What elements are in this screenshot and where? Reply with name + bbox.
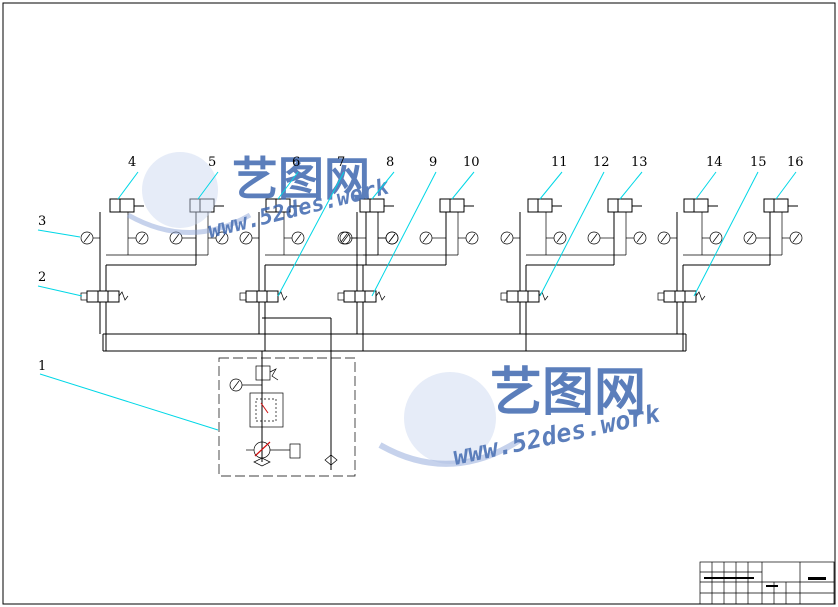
leader-3	[37, 229, 81, 238]
actuator-branches	[80, 198, 803, 351]
suction-filter-icon	[253, 457, 271, 467]
callout-10: 10	[463, 155, 480, 170]
leader-13	[619, 171, 643, 200]
leader-6	[277, 171, 299, 200]
motor-icon	[289, 443, 301, 459]
watermark-brand: 艺图网	[232, 152, 370, 206]
callout-16: 16	[787, 155, 804, 170]
leader-10	[451, 171, 475, 200]
leader-16	[775, 171, 797, 200]
cylinder-icon	[527, 198, 553, 213]
leader-5	[197, 171, 219, 200]
relief-valve	[255, 365, 271, 381]
directional-valve-icon	[506, 290, 540, 303]
callout-15: 15	[750, 155, 767, 170]
leader-4	[117, 171, 139, 200]
cylinder-icon	[683, 198, 709, 213]
directional-valve-icon	[245, 290, 279, 303]
callout-8: 8	[386, 155, 394, 170]
callout-6: 6	[292, 155, 300, 170]
callout-2: 2	[38, 270, 46, 285]
leader-14	[695, 171, 717, 200]
cylinder-icon	[607, 198, 633, 213]
watermark-upper: 艺图网 www.52des.work	[126, 152, 392, 244]
callout-3: 3	[38, 214, 46, 229]
leader-12	[539, 171, 605, 297]
callout-12: 12	[593, 155, 610, 170]
callout-9: 9	[429, 155, 437, 170]
callout-14: 14	[706, 155, 723, 170]
callout-11: 11	[551, 155, 568, 170]
leader-7	[277, 171, 345, 297]
cylinder-icon	[439, 198, 465, 213]
directional-valve-icon	[663, 290, 697, 303]
directional-valve-icon	[86, 290, 120, 303]
callout-7: 7	[337, 155, 345, 170]
watermark-lower: 艺图网 www.52des.work	[378, 363, 663, 471]
return-filter-icon	[324, 454, 338, 466]
cylinder-icon	[763, 198, 789, 213]
pump-station-boundary	[218, 357, 356, 477]
cylinder-icon	[109, 198, 135, 213]
watermark-brand: 艺图网	[490, 363, 646, 423]
main-pressure-lines	[102, 317, 687, 470]
directional-valve-icon	[343, 290, 377, 303]
title-block	[699, 561, 835, 605]
leader-11	[539, 171, 563, 200]
leader-9	[371, 171, 437, 297]
callout-5: 5	[208, 155, 216, 170]
filter-unit	[249, 392, 284, 428]
pump-station	[218, 357, 356, 477]
leader-1	[39, 373, 219, 431]
callout-1: 1	[38, 359, 46, 374]
leader-2	[37, 285, 83, 297]
callouts: 1 2 3 4 5 6 7 8 9 10 11 12 13 14 15 16	[37, 155, 804, 431]
leader-15	[693, 171, 759, 297]
callout-13: 13	[631, 155, 648, 170]
leader-8	[371, 171, 395, 200]
callout-4: 4	[128, 155, 136, 170]
